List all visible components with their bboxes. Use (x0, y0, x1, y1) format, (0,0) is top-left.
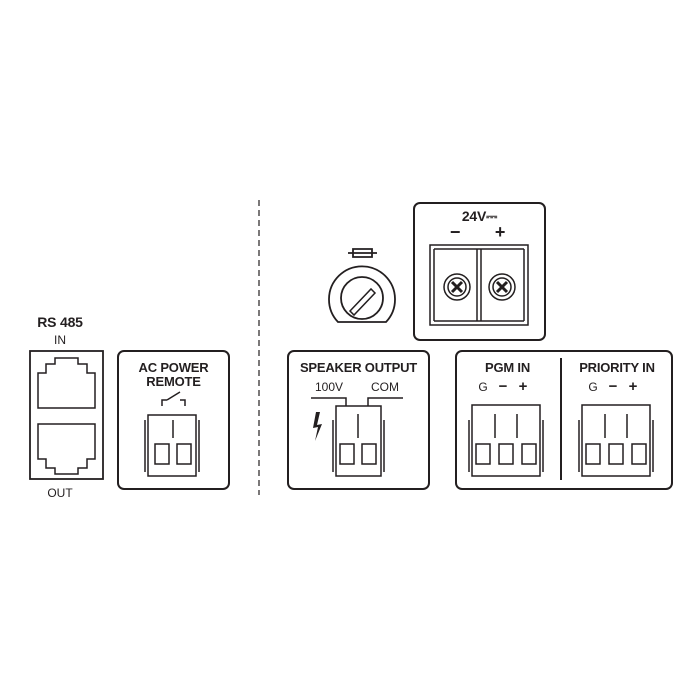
rj45-in-port (37, 357, 96, 409)
ac-power-remote-title-2: REMOTE (146, 374, 201, 389)
rj45-out-port (37, 423, 96, 475)
pgm-in-title: PGM IN (484, 360, 531, 375)
screw-plus-icon (488, 273, 516, 301)
switch-icon (161, 391, 186, 406)
speaker-output-title: SPEAKER OUTPUT (299, 360, 418, 375)
pgm-pin-plus: + (518, 378, 528, 395)
power-24v-plus: + (494, 222, 506, 242)
pgm-pin-minus: − (498, 378, 508, 395)
fuse-icon (348, 248, 377, 258)
priority-pin-plus: + (628, 378, 638, 395)
rs485-title: RS 485 (37, 314, 83, 330)
pgm-in-terminal (468, 404, 544, 477)
speaker-com-label: COM (371, 380, 399, 394)
priority-pin-g: G (588, 380, 598, 394)
priority-in-terminal (578, 404, 654, 477)
pgm-pin-g: G (478, 380, 488, 394)
power-24v-panel (413, 202, 546, 341)
ac-power-remote-title-1: AC POWER (138, 360, 209, 375)
power-24v-title: 24V⎓ (461, 208, 498, 224)
speaker-output-panel (287, 350, 430, 490)
priority-in-title: PRIORITY IN (579, 360, 655, 375)
high-voltage-icon (313, 412, 322, 441)
priority-pin-minus: − (608, 378, 618, 395)
speaker-100v-label: 100V (314, 380, 344, 394)
rs485-out-label: OUT (47, 486, 73, 500)
screw-minus-icon (443, 273, 471, 301)
audio-inputs-panel (455, 350, 673, 490)
rs485-in-label: IN (54, 333, 66, 347)
power-24v-minus: − (449, 222, 461, 242)
ac-power-remote-panel (117, 350, 230, 490)
